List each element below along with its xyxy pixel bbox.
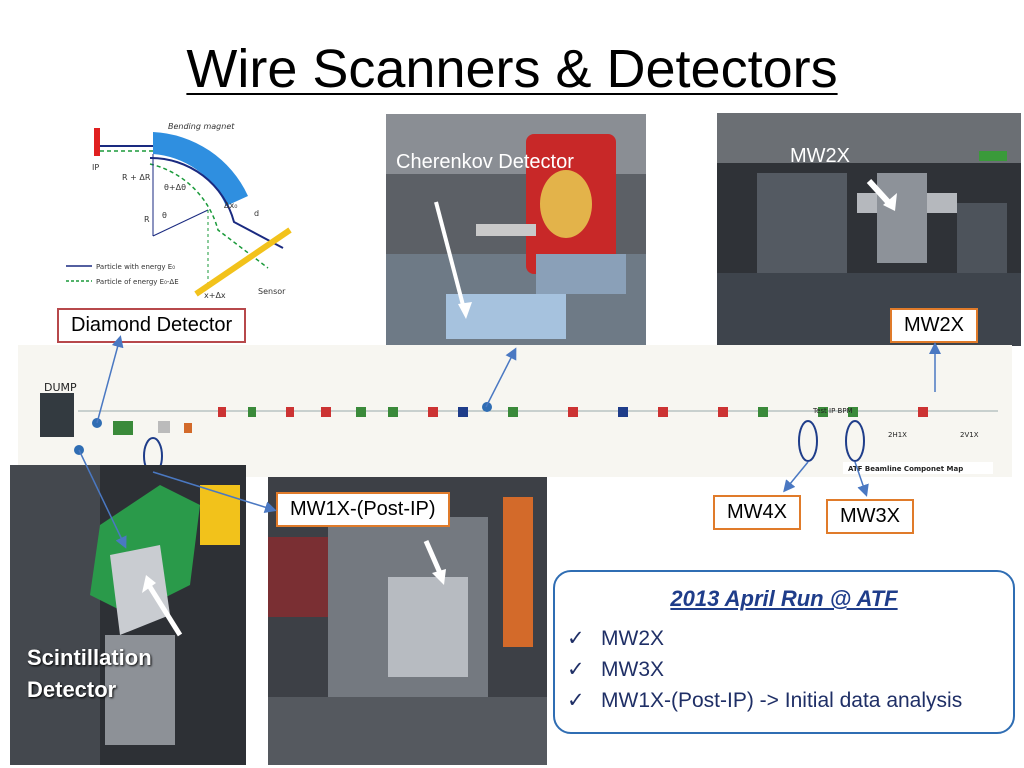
d-label: d	[254, 209, 259, 218]
theta-label: θ	[162, 211, 167, 220]
mw3x-marker	[845, 420, 865, 462]
diagram-svg: Bending magnet IP R + ΔR R θ+Δθ θ Δx₀ d …	[66, 122, 292, 300]
mw2x-arrow	[866, 178, 892, 206]
bending-magnet-diagram: Bending magnet IP R + ΔR R θ+Δθ θ Δx₀ d …	[58, 118, 308, 306]
page-title: Wire Scanners & Detectors	[186, 39, 838, 99]
cherenkov-label: Cherenkov Detector	[396, 151, 574, 173]
checkmark-icon: ✓	[567, 689, 585, 712]
test-ip-label: Test IP BPM	[812, 407, 853, 415]
scintillation-arrow	[147, 585, 183, 637]
run-title: 2013 April Run @ ATF	[670, 586, 898, 611]
sensor-bar	[194, 227, 292, 297]
label-2h1x: 2H1X	[888, 431, 907, 439]
r-plus-label: R + ΔR	[122, 173, 151, 182]
dump-label: DUMP	[44, 381, 77, 394]
ip-marker	[94, 128, 100, 156]
run-summary-box: 2013 April Run @ ATF ✓ MW2X ✓ MW3X ✓ MW1X-(…	[553, 570, 1015, 734]
delta-x0-label: Δx₀	[224, 201, 237, 210]
cherenkov-photo	[386, 114, 646, 347]
mw4x-marker	[798, 420, 818, 462]
mw1x-label: MW1X-(Post-IP)	[276, 492, 450, 527]
scintillation-label-line1: Scintillation	[27, 645, 152, 670]
checkmark-icon: ✓	[567, 658, 585, 681]
scintillation-label-line2: Detector	[27, 677, 117, 702]
mw3x-label: MW3X	[826, 499, 914, 534]
mw4x-label: MW4X	[713, 495, 801, 530]
run-item-text: MW1X-(Post-IP) -> Initial data analysis	[601, 689, 963, 712]
beamline-map: DUMP Test IP BPM ATF Beamline Componet M…	[18, 345, 1012, 477]
run-item-text: MW2X	[601, 627, 664, 650]
theta-plus-label: θ+Δθ	[164, 183, 186, 192]
mw2x-label: MW2X	[890, 308, 978, 343]
dump-block	[40, 393, 74, 437]
mw1x-arrow	[423, 539, 443, 575]
legend-2: Particle of energy E₀-ΔE	[96, 278, 179, 286]
cherenkov-arrow	[434, 201, 466, 310]
diagram-heading: Bending magnet	[168, 122, 235, 131]
label-2v1x: 2V1X	[960, 431, 979, 439]
checkmark-icon: ✓	[567, 627, 585, 650]
run-item-text: MW3X	[601, 658, 664, 681]
magnet-arc	[153, 132, 248, 206]
scintillation-photo	[10, 465, 246, 765]
legend-1: Particle with energy E₀	[96, 263, 175, 271]
x-plus-label: x+Δx	[204, 291, 226, 300]
run-item: ✓ MW3X	[567, 657, 664, 682]
map-label: ATF Beamline Componet Map	[848, 465, 963, 473]
run-item: ✓ MW1X-(Post-IP) -> Initial data analysis	[567, 688, 962, 713]
diamond-detector-label: Diamond Detector	[57, 308, 247, 343]
mw2x-photo-label: MW2X	[790, 145, 850, 167]
run-item: ✓ MW2X	[567, 626, 664, 651]
sensor-label: Sensor	[258, 287, 286, 296]
r-label: R	[144, 215, 150, 224]
ip-label: IP	[92, 163, 99, 172]
